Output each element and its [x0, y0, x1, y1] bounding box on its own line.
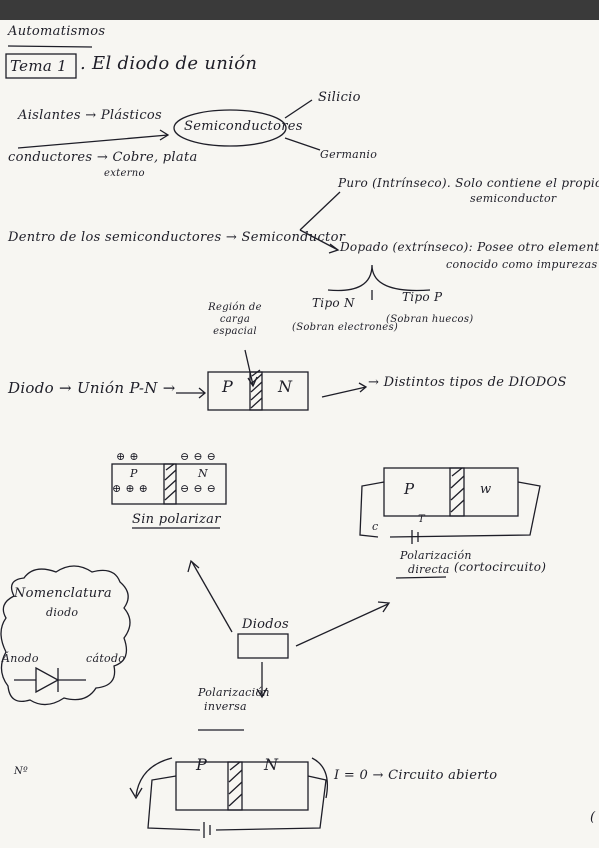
inversa-wire-left — [147, 775, 201, 831]
arrow-to-directa — [295, 603, 389, 647]
tipo-n-sub: (Sobran electrones) — [292, 322, 399, 333]
tema-label: Tema 1 — [10, 57, 67, 75]
tema-box — [5, 53, 77, 79]
arrow-to-semiconductores — [17, 134, 169, 149]
sin-polarizar-text: Sin polarizar — [132, 512, 221, 527]
charge-p-2: ⊕ ⊕ ⊕ — [112, 482, 149, 495]
sin-polarizar-junction — [163, 463, 177, 505]
arrow-head-5 — [358, 382, 368, 393]
tipo-brace — [327, 264, 431, 292]
dopado-text-2: conocido como impurezas — [446, 258, 598, 271]
pol-inversa-1: Polarización — [198, 686, 270, 699]
arrow-head-7 — [377, 601, 391, 613]
nomenclatura-cloud — [0, 565, 131, 706]
conductores-text: conductores → Cobre, plata — [8, 150, 198, 165]
branch-germanio — [284, 137, 321, 151]
arrow-head-4 — [198, 387, 207, 399]
directa-wire-right — [389, 481, 541, 538]
inversa-wire-right — [215, 775, 327, 831]
pol-inversa-2: inversa — [204, 700, 247, 713]
region-pointer — [244, 349, 254, 386]
side-note: Nº — [14, 766, 29, 777]
directa-p-label: P — [404, 480, 415, 498]
corner-mark: ( — [590, 810, 596, 825]
arrow-to-sin-polarizar — [191, 561, 233, 633]
pn-junction — [249, 371, 263, 411]
diode-triangle — [35, 666, 60, 694]
distintos-text: → Distintos tipos de DIODOS — [368, 375, 567, 390]
tipo-n-text: Tipo N — [312, 296, 355, 310]
semiconductores-ellipse — [173, 109, 287, 147]
page-title: . El diodo de unión — [80, 53, 258, 74]
catodo-text: cátodo — [86, 652, 126, 665]
branch-silicio — [284, 99, 313, 119]
charge-p-1: ⊕ ⊕ — [116, 450, 139, 463]
inversa-n-label: N — [264, 755, 279, 774]
puro-text-2: semiconductor — [470, 192, 557, 205]
charge-p-label: P — [130, 467, 138, 480]
externo-text: externo — [104, 168, 145, 179]
tipo-p-text: Tipo P — [402, 290, 443, 304]
directa-wire-left — [359, 481, 385, 538]
diodos-center-text: Diodos — [242, 617, 290, 632]
diodos-box — [237, 633, 289, 659]
semiconductores-text: Semiconductores — [184, 119, 303, 134]
inversa-p-label: P — [196, 755, 208, 774]
tipo-p-sub: (Sobran huecos) — [386, 314, 474, 325]
i-cero-text: I = 0 → Circuito abierto — [334, 768, 498, 783]
subject-underline — [7, 45, 93, 48]
arrow-head-2 — [328, 243, 340, 254]
silicio-text: Silicio — [318, 90, 361, 105]
nomenclatura-1: Nomenclatura — [14, 586, 112, 601]
directa-c-label: c — [372, 520, 379, 533]
arrow-head-9 — [129, 787, 143, 800]
block-p-label: P — [222, 377, 234, 396]
branch-dopado — [299, 229, 339, 251]
nomenclatura-2: diodo — [46, 606, 79, 619]
dopado-text: Dopado (extrínseco): Posee otro elemento — [340, 240, 599, 254]
directa-underline — [395, 576, 447, 579]
dentro-text: Dentro de los semiconductores → Semicond… — [8, 230, 346, 245]
charge-n-1: ⊖ ⊖ ⊖ — [180, 450, 217, 463]
directa-w-label: w — [480, 482, 492, 497]
arrow-head-6 — [187, 559, 200, 573]
pol-directa-2: directa — [408, 563, 450, 576]
junction-hatch — [250, 369, 263, 409]
germanio-text: Germanio — [320, 148, 378, 161]
directa-hatch — [450, 467, 465, 513]
arrow-head-1 — [159, 129, 170, 141]
diodo-union-text: Diodo → Unión P-N → — [8, 379, 176, 397]
inversa-hatch — [228, 761, 243, 807]
inversa-arc-left — [135, 757, 173, 797]
arrow-distintos — [321, 386, 367, 398]
charge-n-2: ⊖ ⊖ ⊖ — [180, 482, 217, 495]
inversa-junction — [227, 761, 243, 811]
branch-puro — [299, 191, 341, 231]
pol-directa-1: Polarización — [400, 549, 472, 562]
sin-polarizar-hatch — [164, 463, 177, 501]
anodo-text: Ánodo — [2, 652, 39, 665]
charge-n-label: N — [198, 467, 208, 480]
aislantes-text: Aislantes → Plásticos — [18, 108, 163, 123]
subject: Automatismos — [8, 24, 106, 39]
inversa-arc-right — [311, 757, 329, 799]
ink-drawing — [0, 45, 541, 838]
directa-t-label: T — [418, 514, 425, 525]
block-n-label: N — [278, 377, 293, 396]
arrow-head-8 — [256, 687, 268, 699]
cortocircuito-text: (cortocircuito) — [454, 560, 547, 574]
puro-text: Puro (Intrínseco). Solo contiene el prop… — [338, 176, 599, 190]
directa-junction — [449, 467, 465, 517]
region-text: Región de carga espacial — [208, 302, 262, 337]
